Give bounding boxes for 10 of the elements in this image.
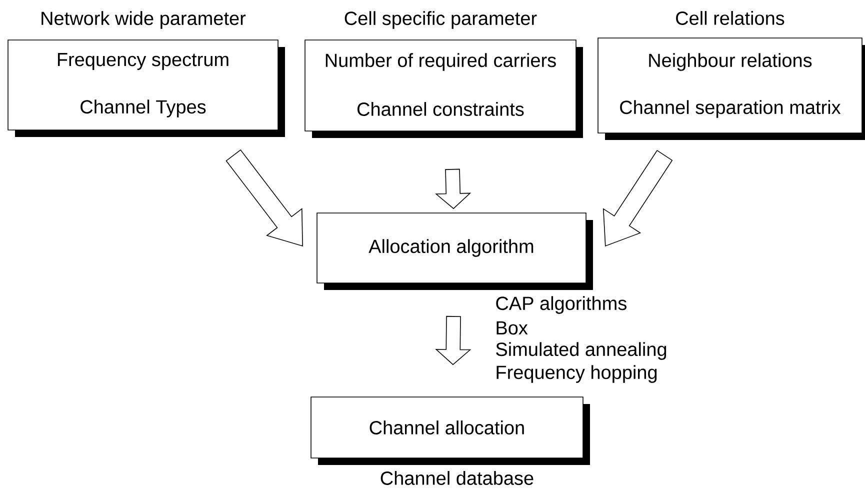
- block-arrow: [435, 168, 472, 210]
- box-heading: Cell specific parameter: [344, 11, 537, 29]
- block-arrow: [435, 316, 472, 366]
- box-heading: Network wide parameter: [42, 11, 246, 29]
- algorithm-note: Frequency hopping: [496, 365, 657, 383]
- algorithm-note: CAP algorithms: [496, 296, 626, 314]
- algorithm-note: Box: [496, 321, 528, 335]
- box-caption: Channel database: [380, 471, 534, 485]
- box-heading: Cell relations: [676, 11, 784, 25]
- algorithm-note: Simulated annealing: [496, 342, 666, 360]
